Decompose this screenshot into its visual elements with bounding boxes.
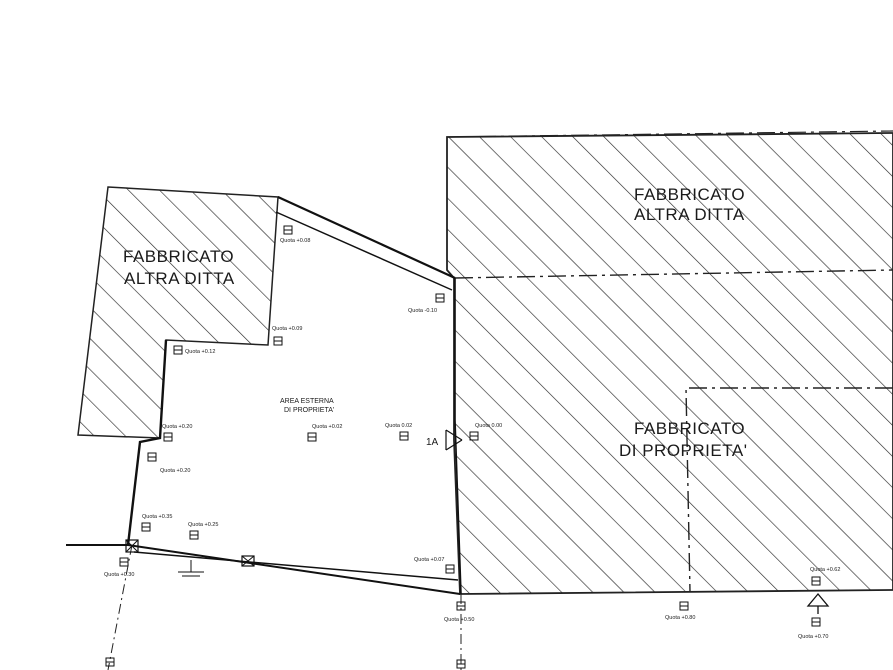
elevation-point: Quota +0.02 — [307, 424, 342, 442]
elevation-point: Quota +0.70 — [798, 617, 828, 640]
left-other-building — [77, 186, 279, 439]
elevation-point: Quota +0.07 — [414, 557, 455, 574]
courtyard-label-1: AREA ESTERNA — [280, 398, 334, 405]
svg-text:Quota +0.35: Quota +0.35 — [142, 514, 172, 520]
svg-text:Quota +0.70: Quota +0.70 — [798, 634, 828, 640]
axis-marker — [105, 657, 115, 667]
elevation-point: Quota +0.09 — [272, 326, 302, 346]
top-wall-inner — [275, 211, 453, 291]
elevation-point: Quota +0.20 — [147, 452, 190, 474]
owned-building-label-2: DI PROPRIETA' — [619, 441, 747, 460]
left-building-label-2: ALTRA DITTA — [124, 269, 235, 288]
svg-text:Quota 0.02: Quota 0.02 — [385, 423, 412, 429]
south-wall — [66, 544, 461, 595]
right-building-label-2: ALTRA DITTA — [634, 205, 745, 224]
elevation-point: Quota +0.30 — [104, 557, 134, 578]
svg-text:Quota +0.25: Quota +0.25 — [188, 522, 218, 528]
courtyard-label-2: DI PROPRIETA' — [284, 407, 334, 414]
svg-text:Quota +0.62: Quota +0.62 — [810, 567, 840, 573]
drain-marker — [241, 555, 255, 567]
svg-text:Quota +0.80: Quota +0.80 — [665, 615, 695, 621]
section-marker: 1A — [426, 429, 463, 451]
section-marker-label: 1A — [426, 437, 439, 448]
svg-text:Quota -0.10: Quota -0.10 — [408, 308, 437, 314]
svg-text:Quota +0.07: Quota +0.07 — [414, 557, 444, 563]
elevation-point: Quota +0.08 — [280, 225, 310, 244]
drain-marker — [125, 539, 139, 553]
axis-marker — [456, 659, 466, 669]
svg-text:Quota +0.50: Quota +0.50 — [444, 617, 474, 623]
elevation-point: Quota 0.00 — [469, 423, 502, 441]
elevation-point: Quota +0.12 — [173, 345, 215, 355]
elevation-point: Quota +0.62 — [810, 567, 840, 586]
ground-symbol-icon — [178, 560, 204, 577]
svg-text:Quota +0.20: Quota +0.20 — [162, 424, 192, 430]
left-building-label-1: FABBRICATO — [123, 247, 234, 266]
property-boundary-line — [454, 269, 893, 279]
owned-building-label-1: FABBRICATO — [634, 419, 745, 438]
top-wall — [277, 195, 456, 280]
svg-text:Quota +0.09: Quota +0.09 — [272, 326, 302, 332]
elevation-point: Quota +0.80 — [665, 601, 695, 621]
right-building-block — [446, 132, 893, 595]
east-wall — [454, 278, 462, 595]
svg-text:Quota +0.08: Quota +0.08 — [280, 238, 310, 244]
elevation-point: Quota +0.20 — [162, 424, 192, 442]
elevation-point: Quota +0.25 — [188, 522, 218, 540]
entrance-arrow-icon — [806, 592, 830, 614]
svg-text:Quota +0.20: Quota +0.20 — [160, 468, 190, 474]
svg-text:Quota 0.00: Quota 0.00 — [475, 423, 502, 429]
courtyard-west-edge — [126, 339, 168, 546]
elevation-point: Quota -0.10 — [408, 293, 445, 314]
elevation-point: Quota +0.50 — [444, 601, 474, 623]
top-boundary-line — [446, 130, 893, 138]
elevation-point: Quota 0.02 — [385, 423, 412, 441]
elevation-point: Quota +0.35 — [141, 514, 172, 532]
svg-text:Quota +0.12: Quota +0.12 — [185, 349, 215, 355]
svg-text:Quota +0.02: Quota +0.02 — [312, 424, 342, 430]
owned-building-outline — [685, 387, 893, 593]
south-wall-inner — [133, 551, 459, 581]
svg-text:Quota +0.30: Quota +0.30 — [104, 572, 134, 578]
right-building-label-1: FABBRICATO — [634, 185, 745, 204]
